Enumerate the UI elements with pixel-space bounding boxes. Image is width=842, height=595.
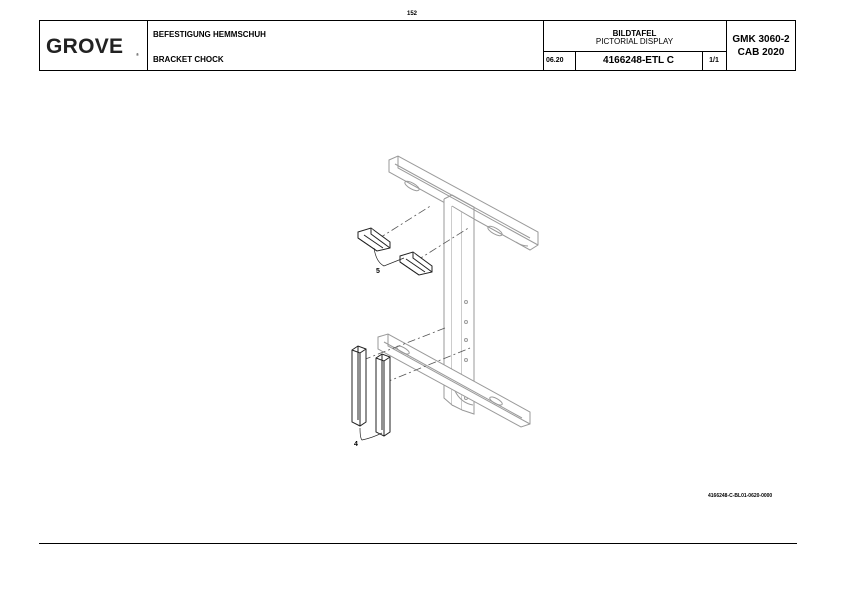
- footer-rule: [39, 543, 797, 544]
- sheet-number: 1/1: [709, 57, 719, 64]
- cab-year: CAB 2020: [737, 47, 785, 58]
- registered-mark: ®: [136, 52, 139, 57]
- assembly-lines: [362, 204, 471, 384]
- grove-logo: GROVE: [46, 35, 124, 58]
- divider: [543, 21, 544, 70]
- document-number: 4166248-ETL C: [603, 55, 674, 66]
- drawing-reference: 4166248-C-BL01-0620-0000: [708, 493, 773, 499]
- issue-date: 06.20: [546, 57, 564, 64]
- page-number: 152: [407, 11, 418, 17]
- title-german: BEFESTIGUNG HEMMSCHUH: [153, 30, 266, 39]
- frame-structure: [377, 155, 539, 428]
- leader-lines: [359, 247, 405, 441]
- divider: [543, 51, 726, 52]
- divider: [147, 21, 148, 70]
- chock-part-4: [351, 345, 391, 437]
- callout-5: 5: [376, 268, 380, 275]
- model-name: GMK 3060-2: [732, 34, 790, 45]
- display-german: BILDTAFEL: [612, 29, 657, 38]
- divider: [702, 51, 703, 70]
- divider: [726, 21, 727, 70]
- bracket-part-5: [357, 227, 433, 276]
- divider: [575, 51, 576, 70]
- title-block: GROVE ® BEFESTIGUNG HEMMSCHUH BRACKET CH…: [39, 20, 796, 71]
- display-english: PICTORIAL DISPLAY: [595, 37, 674, 46]
- callout-4: 4: [354, 441, 358, 448]
- title-english: BRACKET CHOCK: [153, 55, 224, 64]
